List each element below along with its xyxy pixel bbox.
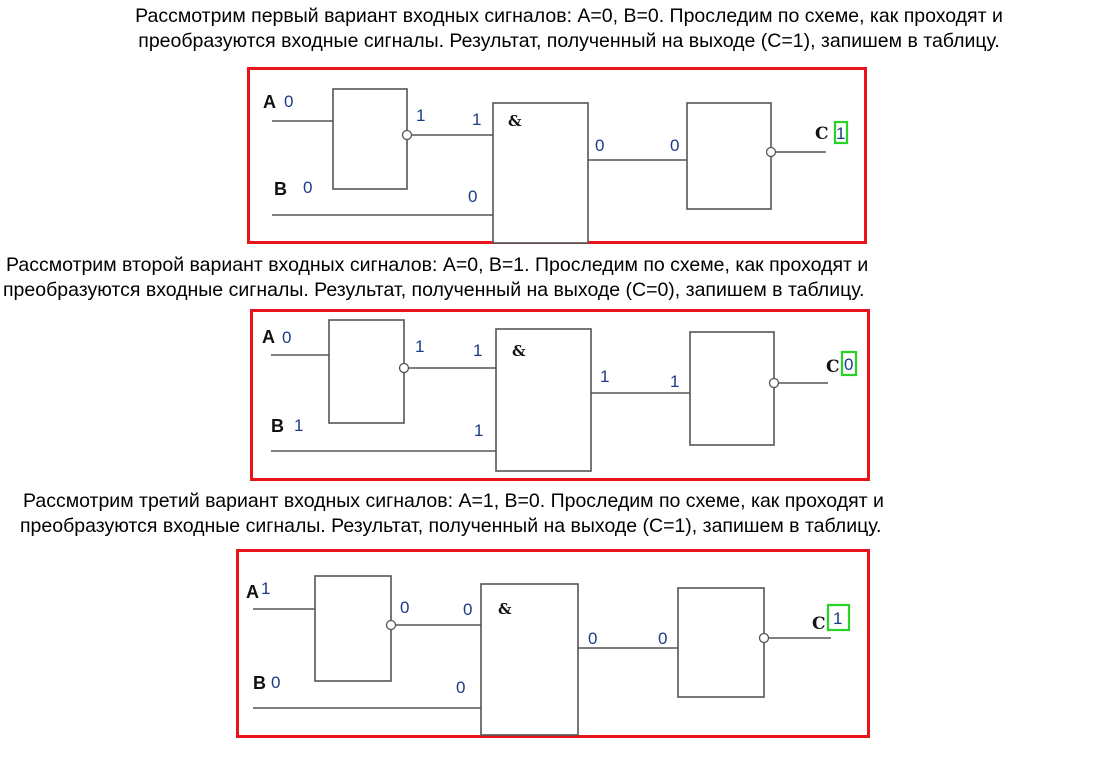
and-input-top-value: 0	[463, 600, 472, 619]
and-gate-symbol: &	[498, 600, 512, 618]
not1-output-value: 1	[415, 337, 424, 356]
circuit-frame-variant-3: A 1 0 0 B 0 0 & 0 0 C 1	[236, 549, 870, 738]
input-b-label: B	[253, 673, 266, 693]
input-b-value: 1	[294, 416, 303, 435]
output-c-value: 1	[833, 609, 842, 628]
not-gate-2	[686, 102, 772, 210]
output-c-label: C	[826, 357, 840, 377]
not1-output-value: 0	[400, 598, 409, 617]
not-gate-2-inverter-bubble	[765, 146, 777, 158]
output-c-label: C	[815, 124, 829, 144]
not-gate-1	[328, 319, 405, 424]
not-gate-2-inverter-bubble	[758, 632, 770, 644]
and-output-value: 0	[595, 136, 604, 155]
paragraph-variant-3: Рассмотрим третий вариант входных сигнал…	[0, 489, 1100, 539]
output-highlight-box	[840, 350, 858, 377]
input-a-value: 0	[282, 328, 291, 347]
paragraph-line: преобразуются входные сигналы. Результат…	[3, 279, 865, 301]
input-a-label: A	[262, 327, 275, 347]
and-input-bottom-value: 0	[468, 187, 477, 206]
not-gate-1-inverter-bubble	[401, 129, 413, 141]
not-gate-1-inverter-bubble	[385, 619, 397, 631]
input-a-value: 0	[284, 92, 293, 111]
and-output-value: 0	[588, 629, 597, 648]
not-gate-2	[677, 587, 765, 698]
not2-input-value: 1	[670, 372, 679, 391]
not-gate-1	[314, 575, 392, 682]
and-gate	[495, 328, 592, 472]
paragraph-variant-2: Рассмотрим второй вариант входных сигнал…	[0, 253, 1100, 303]
logic-circuit-diagram: A 1 0 0 B 0 0 & 0 0 C 1	[246, 575, 851, 736]
not2-input-value: 0	[670, 136, 679, 155]
and-input-top-value: 1	[473, 341, 482, 360]
and-input-bottom-value: 0	[456, 678, 465, 697]
not1-output-value: 1	[416, 106, 425, 125]
output-highlight-box	[833, 120, 849, 145]
not-gate-1-inverter-bubble	[398, 362, 410, 374]
paragraph-line: преобразуются входные сигналы. Результат…	[20, 515, 882, 537]
not-gate-2-inverter-bubble	[768, 377, 780, 389]
and-gate-symbol: &	[512, 342, 526, 360]
circuit-frame-variant-2: A 0 1 1 B 1 1 & 1 1 C 0	[250, 309, 870, 481]
logic-circuit-diagram: A 0 1 1 B 0 0 & 0 0 C 1	[263, 88, 849, 244]
output-c-label: C	[812, 614, 826, 634]
output-highlight-box	[826, 603, 851, 632]
output-c-value: 1	[836, 124, 845, 143]
paragraph-line: преобразуются входные сигналы. Результат…	[138, 30, 1000, 52]
paragraph-line: Рассмотрим первый вариант входных сигнал…	[135, 5, 1003, 27]
paragraph-line: Рассмотрим второй вариант входных сигнал…	[6, 254, 869, 276]
and-input-bottom-value: 1	[474, 421, 483, 440]
input-a-value: 1	[261, 579, 270, 598]
not-gate-2	[689, 331, 775, 446]
input-b-value: 0	[303, 178, 312, 197]
and-gate	[492, 102, 589, 244]
output-c-value: 0	[844, 355, 853, 374]
input-a-label: A	[263, 92, 276, 112]
input-b-label: B	[274, 179, 287, 199]
and-gate	[480, 583, 579, 736]
not2-input-value: 0	[658, 629, 667, 648]
input-a-label: A	[246, 582, 259, 602]
input-b-label: B	[271, 416, 284, 436]
input-b-value: 0	[271, 673, 280, 692]
and-output-value: 1	[600, 367, 609, 386]
logic-circuit-diagram: A 0 1 1 B 1 1 & 1 1 C 0	[262, 319, 858, 472]
paragraph-variant-1: Рассмотрим первый вариант входных сигнал…	[0, 4, 1100, 54]
paragraph-line: Рассмотрим третий вариант входных сигнал…	[23, 490, 884, 512]
and-input-top-value: 1	[472, 110, 481, 129]
and-gate-symbol: &	[508, 112, 522, 130]
not-gate-1	[332, 88, 408, 190]
circuit-frame-variant-1: A 0 1 1 B 0 0 & 0 0 C 1	[247, 67, 867, 244]
